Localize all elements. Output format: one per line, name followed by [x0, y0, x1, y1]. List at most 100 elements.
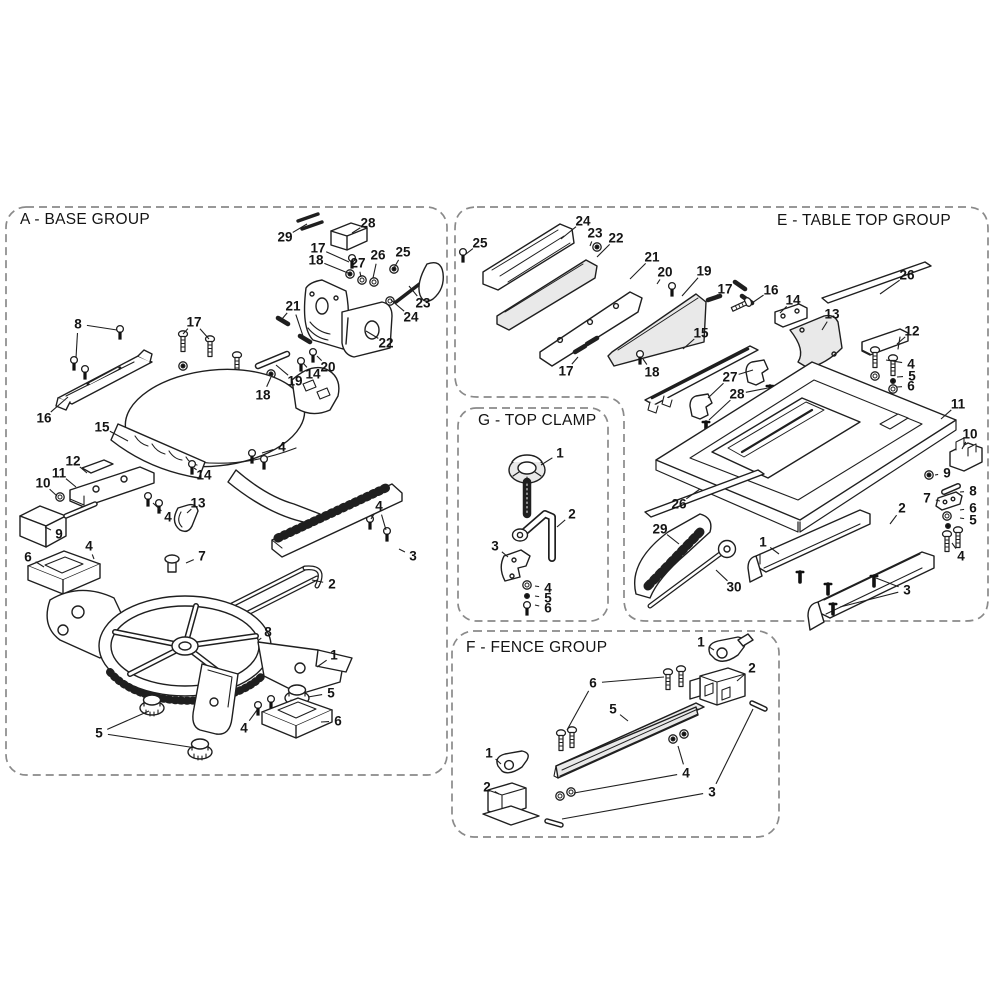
- part-callout-a-29: 29: [277, 229, 293, 245]
- part-callout-e-6: 6: [969, 500, 977, 516]
- part-callout-a-12: 12: [65, 453, 81, 469]
- part-callout-a-24: 24: [403, 309, 419, 325]
- part-callout-e-15: 15: [693, 325, 709, 341]
- part-callout-a-4: 4: [164, 509, 172, 525]
- part-callout-a-4: 4: [240, 720, 248, 736]
- part-callout-e-1: 1: [759, 534, 767, 550]
- part-callout-e-11: 11: [950, 396, 966, 412]
- part-callout-e-4: 4: [957, 548, 965, 564]
- part-callout-a-15: 15: [94, 419, 110, 435]
- part-callout-a-18: 18: [255, 387, 271, 403]
- part-callout-e-20: 20: [657, 264, 673, 280]
- part-callout-e-14: 14: [785, 292, 801, 308]
- part-callout-a-27: 27: [350, 255, 366, 271]
- part-callout-f-2: 2: [483, 779, 491, 795]
- part-callout-f-1: 1: [485, 745, 493, 761]
- part-callout-e-22: 22: [608, 230, 624, 246]
- part-callout-a-14: 14: [305, 366, 321, 382]
- part-callout-e-25: 25: [472, 235, 488, 251]
- part-callout-a-20: 20: [320, 359, 336, 375]
- part-callout-e-2: 2: [898, 500, 906, 516]
- part-callout-e-6: 6: [907, 378, 915, 394]
- part-callout-e-28: 28: [729, 386, 745, 402]
- group-f-border: [451, 630, 780, 838]
- part-callout-a-1: 1: [330, 647, 338, 663]
- part-callout-e-18: 18: [644, 364, 660, 380]
- part-callout-a-9: 9: [55, 526, 63, 542]
- part-callout-a-13: 13: [190, 495, 206, 511]
- part-callout-a-8: 8: [74, 316, 82, 332]
- part-callout-f-2: 2: [748, 660, 756, 676]
- callout-leader-lines: [35, 223, 967, 820]
- part-callout-e-21: 21: [644, 249, 660, 265]
- part-callout-e-13: 13: [824, 306, 840, 322]
- part-callout-a-19: 19: [287, 373, 303, 389]
- group-a-title: A - BASE GROUP: [20, 211, 150, 228]
- part-callout-a-7: 7: [198, 548, 206, 564]
- part-callout-g-2: 2: [568, 506, 576, 522]
- part-callout-a-8: 8: [264, 624, 272, 640]
- part-callout-a-23: 23: [415, 295, 431, 311]
- part-callout-a-25: 25: [395, 244, 411, 260]
- part-callout-e-29: 29: [652, 521, 668, 537]
- part-callout-e-17: 17: [717, 281, 733, 297]
- part-callout-e-24: 24: [575, 213, 591, 229]
- part-callout-a-28: 28: [360, 215, 376, 231]
- group-g-border: [457, 407, 609, 622]
- part-callout-g-4: 4: [544, 580, 552, 596]
- part-callout-a-6: 6: [24, 549, 32, 565]
- part-callout-f-3: 3: [708, 784, 716, 800]
- part-callout-e-23: 23: [587, 225, 603, 241]
- part-callout-e-27: 27: [722, 369, 738, 385]
- part-callout-a-3: 3: [409, 548, 417, 564]
- group-f-title: F - FENCE GROUP: [466, 639, 608, 656]
- part-callout-e-12: 12: [904, 323, 920, 339]
- part-callout-a-4: 4: [375, 498, 383, 514]
- part-callout-g-5: 5: [544, 590, 552, 606]
- table-top-group-illustration: [458, 223, 983, 631]
- part-callout-e-17: 17: [558, 363, 574, 379]
- part-callout-e-26: 26: [671, 496, 687, 512]
- base-group-illustration: [19, 212, 444, 761]
- part-callout-a-11: 11: [51, 465, 67, 481]
- part-callout-a-6: 6: [334, 713, 342, 729]
- group-g-title: G - TOP CLAMP: [478, 412, 597, 429]
- fence-group-illustration: [482, 633, 768, 828]
- part-callout-e-9: 9: [943, 465, 951, 481]
- part-callout-a-10: 10: [35, 475, 51, 491]
- part-callout-e-5: 5: [969, 512, 977, 528]
- top-clamp-illustration: [500, 454, 556, 617]
- part-callout-e-26: 26: [899, 267, 915, 283]
- part-callout-f-6: 6: [589, 675, 597, 691]
- part-callout-e-19: 19: [696, 263, 712, 279]
- part-callout-e-5: 5: [908, 368, 916, 384]
- part-callout-e-10: 10: [962, 426, 978, 442]
- part-callout-a-17: 17: [186, 314, 202, 330]
- part-callout-a-26: 26: [370, 247, 386, 263]
- part-callout-a-14: 14: [196, 467, 212, 483]
- part-callout-a-2: 2: [328, 576, 336, 592]
- part-callout-f-4: 4: [682, 765, 690, 781]
- part-callout-a-17: 17: [310, 240, 326, 256]
- part-callout-a-16: 16: [36, 410, 52, 426]
- part-callout-e-8: 8: [969, 483, 977, 499]
- part-callout-a-4: 4: [278, 439, 286, 455]
- part-callout-g-1: 1: [556, 445, 564, 461]
- part-callout-a-5: 5: [95, 725, 103, 741]
- group-e-border: [454, 206, 989, 622]
- part-callout-a-22: 22: [378, 335, 394, 351]
- part-callout-a-5: 5: [327, 685, 335, 701]
- part-callout-f-5: 5: [609, 701, 617, 717]
- part-callout-g-3: 3: [491, 538, 499, 554]
- part-callout-e-3: 3: [903, 582, 911, 598]
- part-callout-a-21: 21: [285, 298, 301, 314]
- part-callout-f-1: 1: [697, 634, 705, 650]
- part-callout-e-7: 7: [923, 490, 931, 506]
- part-callout-g-6: 6: [544, 600, 552, 616]
- part-callout-a-18: 18: [308, 252, 324, 268]
- part-callout-e-30: 30: [726, 579, 742, 595]
- part-callout-e-16: 16: [763, 282, 779, 298]
- part-callout-a-4: 4: [85, 538, 93, 554]
- group-e-title: E - TABLE TOP GROUP: [777, 212, 951, 229]
